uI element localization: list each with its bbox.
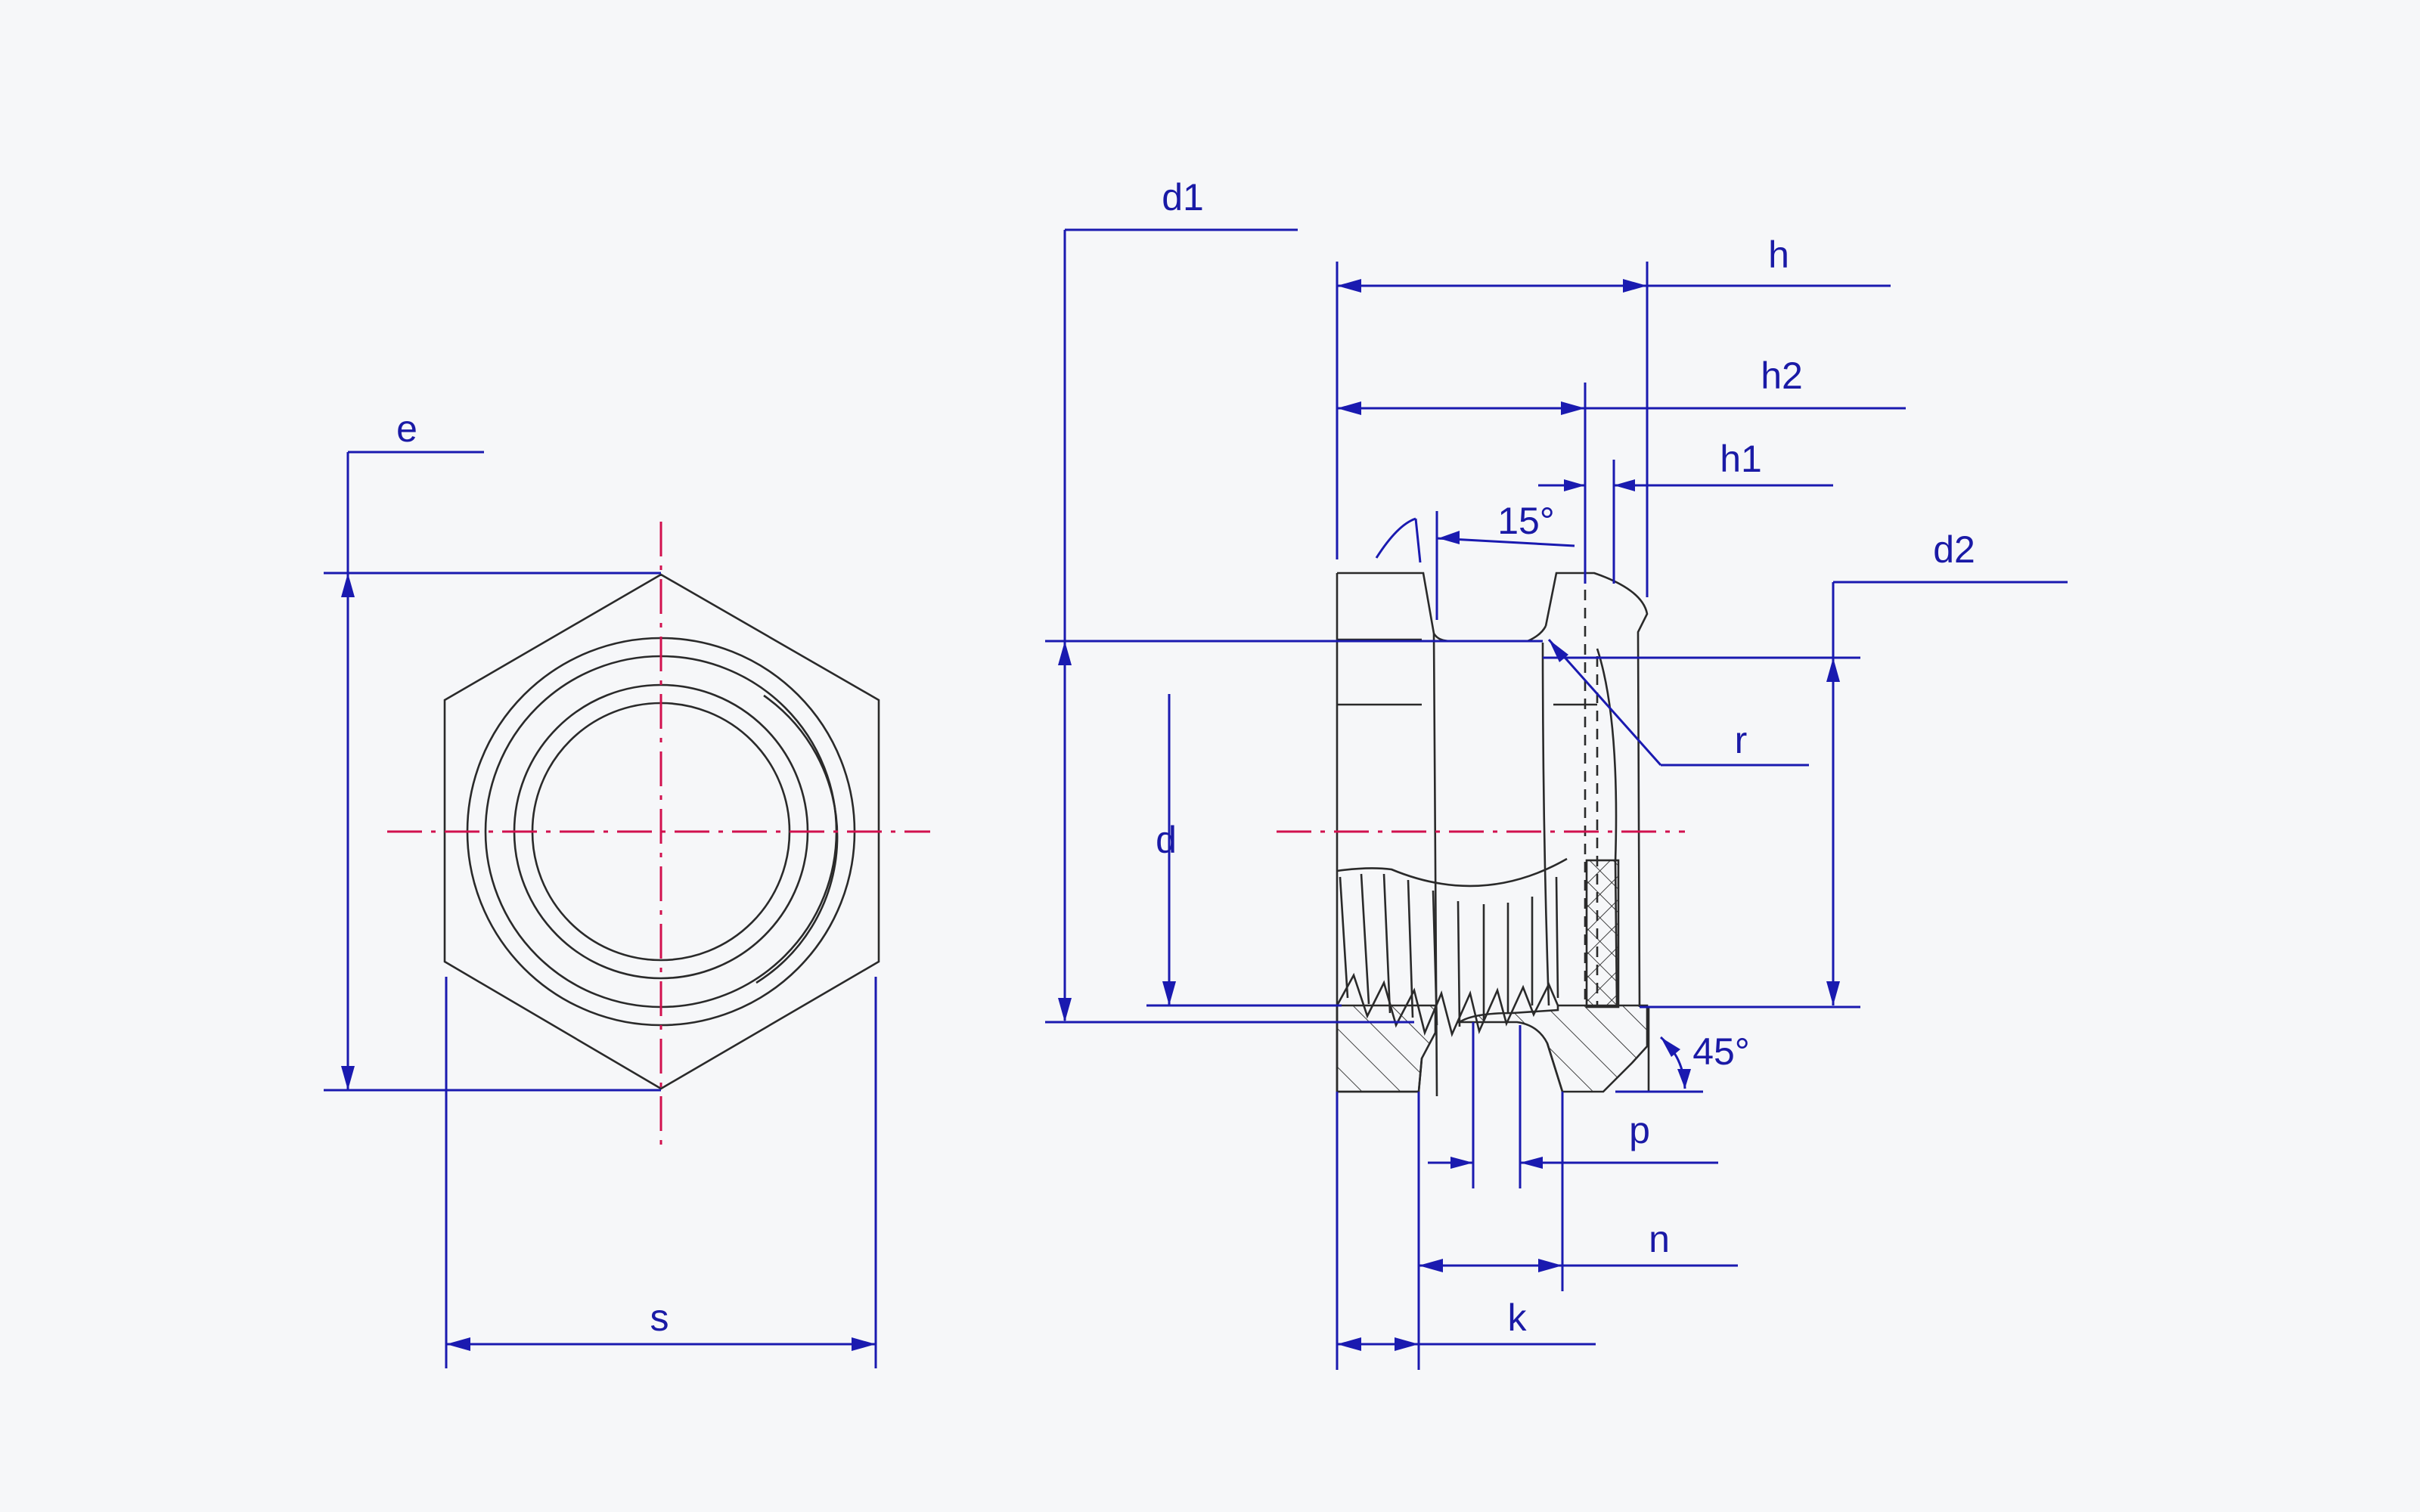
thread-spiral <box>755 694 839 984</box>
front-view: e s <box>324 407 930 1368</box>
dimension-d: d <box>1146 694 1342 1007</box>
dimension-s: s <box>445 977 877 1368</box>
dimension-d1: d1 <box>1045 176 1543 1024</box>
dimension-h: h <box>1336 234 1891 597</box>
label-angle-15: 15° <box>1497 500 1555 542</box>
dimension-h2: h2 <box>1337 355 1906 584</box>
section-hatch-right <box>1456 1004 1649 1093</box>
dimension-k: k <box>1336 1092 1596 1370</box>
label-h1: h1 <box>1720 438 1762 480</box>
knurled-teeth <box>1336 873 1559 1037</box>
dimension-d2: d2 <box>1543 528 2068 1009</box>
label-d: d <box>1156 819 1177 861</box>
dimension-n: n <box>1417 1092 1738 1370</box>
label-r: r <box>1735 719 1748 761</box>
label-n: n <box>1649 1218 1670 1260</box>
hexagon-outline <box>443 573 880 1090</box>
label-p: p <box>1629 1109 1650 1151</box>
label-h: h <box>1768 234 1789 276</box>
dimension-e: e <box>324 407 661 1092</box>
cross-hatch-strip <box>1585 859 1620 1009</box>
label-e: e <box>396 407 417 450</box>
dimension-angle-15: 15° <box>1375 500 1575 620</box>
groove-outline <box>1417 1043 1564 1092</box>
label-d2: d2 <box>1933 528 1975 571</box>
side-view: d1 d h h2 <box>1045 176 2068 1370</box>
label-h2: h2 <box>1761 355 1803 397</box>
dimension-r: r <box>1547 639 1809 767</box>
dimension-p: p <box>1428 1022 1718 1188</box>
label-angle-45: 45° <box>1692 1030 1750 1073</box>
label-d1: d1 <box>1162 176 1204 218</box>
dimension-angle-45: 45° <box>1615 1030 1750 1093</box>
label-k: k <box>1508 1297 1528 1339</box>
label-s: s <box>650 1297 669 1339</box>
dimension-h1: h1 <box>1538 438 1833 584</box>
